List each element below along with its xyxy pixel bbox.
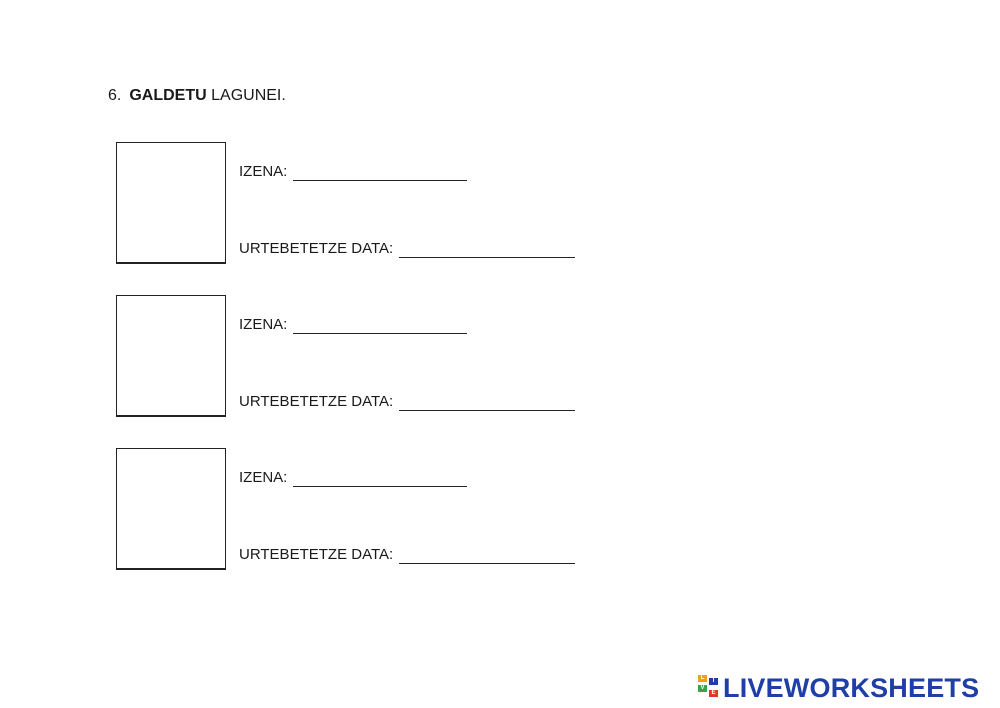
- name-field-1: IZENA:: [239, 163, 468, 181]
- logo-mark-i: I: [709, 678, 718, 685]
- name-label: IZENA:: [239, 316, 288, 333]
- logo-text: LIVEWORKSHEETS: [723, 673, 980, 703]
- birthday-label: URTEBETETZE DATA:: [239, 393, 394, 410]
- name-answer-line[interactable]: [293, 166, 468, 181]
- birthday-answer-line[interactable]: [399, 243, 576, 258]
- name-label: IZENA:: [239, 469, 288, 486]
- birthday-field-1: URTEBETETZE DATA:: [239, 240, 576, 258]
- logo-mark-icon: L I V E: [698, 675, 720, 701]
- exercise-verb: GALDETU: [129, 87, 207, 104]
- birthday-field-2: URTEBETETZE DATA:: [239, 393, 576, 411]
- photo-box-1: [116, 142, 226, 264]
- liveworksheets-logo: L I V E LIVEWORKSHEETS: [698, 673, 979, 703]
- birthday-label: URTEBETETZE DATA:: [239, 546, 394, 563]
- logo-mark-l: L: [698, 675, 707, 682]
- exercise-number: 6.: [108, 87, 122, 104]
- exercise-heading: 6. GALDETU LAGUNEI.: [108, 86, 286, 106]
- name-label: IZENA:: [239, 163, 288, 180]
- name-answer-line[interactable]: [293, 472, 468, 487]
- logo-mark-v: V: [698, 685, 707, 692]
- photo-box-2: [116, 295, 226, 417]
- name-field-3: IZENA:: [239, 469, 468, 487]
- name-field-2: IZENA:: [239, 316, 468, 334]
- logo-mark-e: E: [709, 690, 718, 697]
- birthday-field-3: URTEBETETZE DATA:: [239, 546, 576, 564]
- exercise-object: LAGUNEI.: [211, 87, 286, 104]
- birthday-answer-line[interactable]: [399, 549, 576, 564]
- name-answer-line[interactable]: [293, 319, 468, 334]
- photo-box-3: [116, 448, 226, 570]
- birthday-answer-line[interactable]: [399, 396, 576, 411]
- birthday-label: URTEBETETZE DATA:: [239, 240, 394, 257]
